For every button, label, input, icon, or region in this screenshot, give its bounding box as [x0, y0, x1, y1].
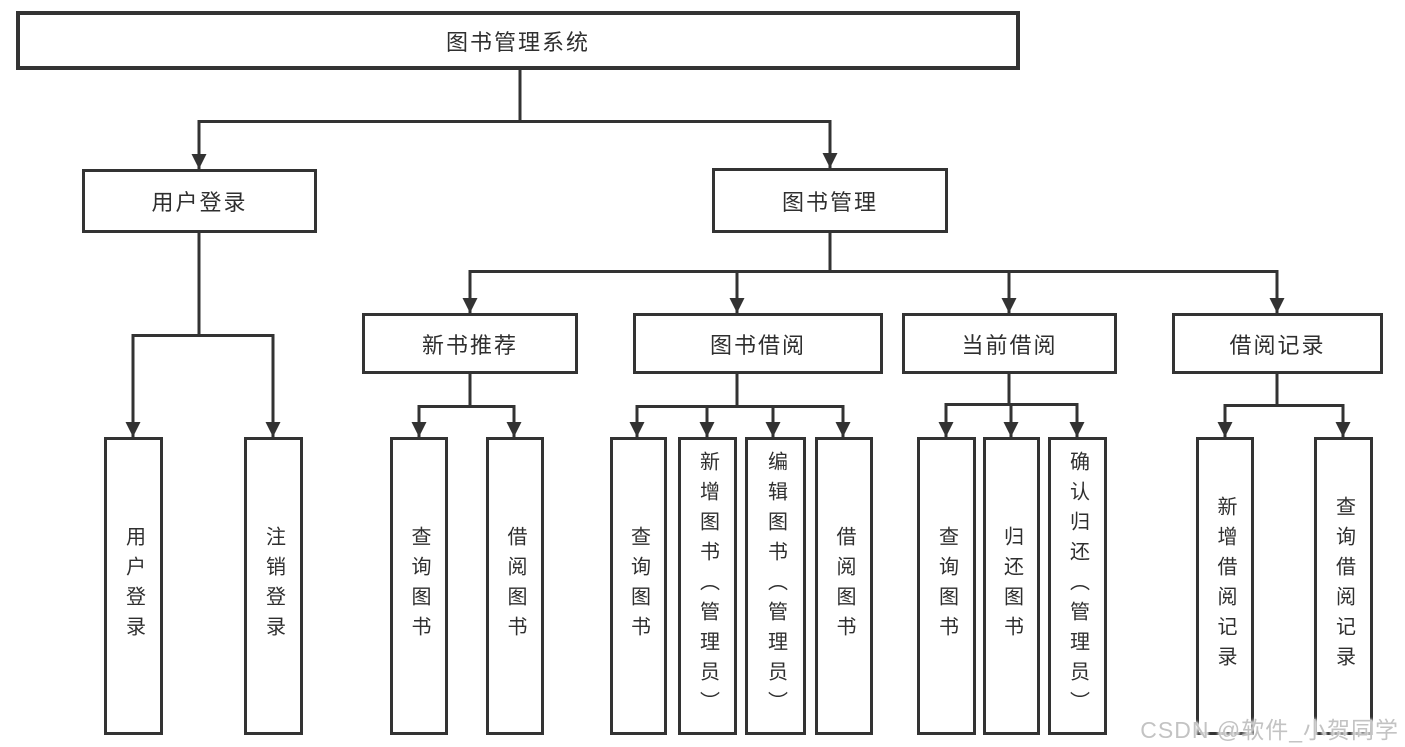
leaf-return-books-label: 归还图书	[1000, 526, 1023, 646]
leaf-confirm-return-admin: 确认归还（管理员）	[1048, 437, 1107, 735]
leaf-add-books-admin-label: 新增图书（管理员）	[696, 451, 719, 721]
leaf-recommend-borrow-books: 借阅图书	[486, 437, 544, 735]
node-new-book-recommend: 新书推荐	[362, 313, 578, 374]
leaf-logout-label: 注销登录	[262, 526, 285, 646]
node-borrowing-records: 借阅记录	[1172, 313, 1383, 374]
leaf-confirm-return-admin-label: 确认归还（管理员）	[1066, 451, 1089, 721]
leaf-current-query-books-label: 查询图书	[935, 526, 958, 646]
leaf-user-login: 用户登录	[104, 437, 163, 735]
leaf-borrow-query-books-label: 查询图书	[627, 526, 650, 646]
leaf-edit-books-admin-label: 编辑图书（管理员）	[764, 451, 787, 721]
node-new-book-recommend-label: 新书推荐	[421, 332, 518, 358]
leaf-borrow-books-label: 借阅图书	[833, 526, 855, 646]
leaf-add-borrow-record-label: 新增借阅记录	[1214, 496, 1236, 676]
node-library-system-label: 图书管理系统	[445, 29, 590, 55]
node-user-login-label: 用户登录	[151, 190, 248, 215]
leaf-recommend-query-books-label: 查询图书	[408, 526, 430, 646]
leaf-add-borrow-record: 新增借阅记录	[1196, 437, 1254, 735]
node-book-borrowing-label: 图书借阅	[709, 332, 806, 358]
leaf-logout: 注销登录	[244, 437, 303, 735]
leaf-user-login-label: 用户登录	[122, 526, 145, 646]
connector-buses	[131, 70, 1345, 408]
leaf-query-borrow-record: 查询借阅记录	[1314, 437, 1373, 735]
leaf-recommend-query-books: 查询图书	[390, 437, 448, 735]
node-current-borrowing: 当前借阅	[902, 313, 1117, 374]
leaf-recommend-borrow-books-label: 借阅图书	[504, 526, 526, 646]
leaf-query-borrow-record-label: 查询借阅记录	[1332, 496, 1355, 676]
node-library-system: 图书管理系统	[16, 11, 1020, 70]
leaf-add-books-admin: 新增图书（管理员）	[678, 437, 737, 735]
watermark: CSDN @软件_小贺同学	[1140, 717, 1399, 743]
leaf-edit-books-admin: 编辑图书（管理员）	[745, 437, 806, 735]
leaf-borrow-books: 借阅图书	[815, 437, 873, 735]
node-user-login: 用户登录	[82, 169, 317, 233]
leaf-return-books: 归还图书	[983, 437, 1040, 735]
node-book-management: 图书管理	[712, 168, 948, 233]
leaf-current-query-books: 查询图书	[917, 437, 976, 735]
node-current-borrowing-label: 当前借阅	[961, 332, 1058, 358]
node-borrowing-records-label: 借阅记录	[1229, 332, 1326, 358]
leaf-borrow-query-books: 查询图书	[610, 437, 667, 735]
node-book-borrowing: 图书借阅	[633, 313, 883, 374]
connector-arrows	[125, 120, 1351, 437]
node-book-management-label: 图书管理	[781, 189, 878, 215]
